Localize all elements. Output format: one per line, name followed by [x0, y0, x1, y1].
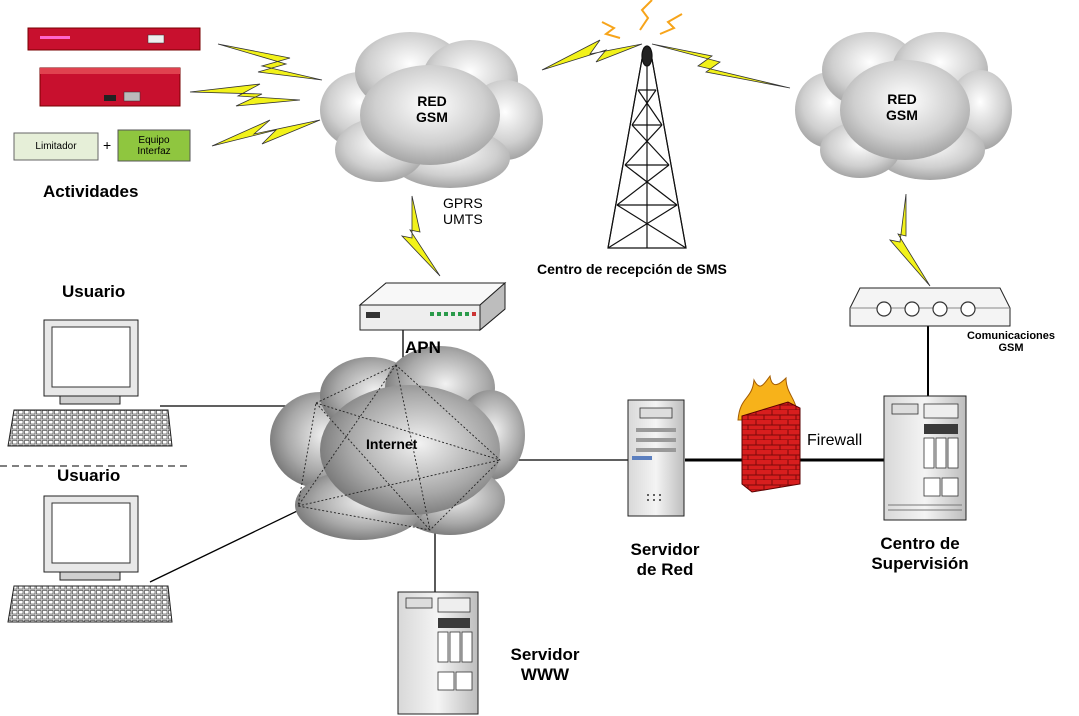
computer-icon-bottom [7, 495, 173, 623]
box-device-icon [39, 67, 181, 107]
server-icon-red [627, 399, 685, 517]
sms-center-label: Centro de recepción de SMS [537, 261, 727, 277]
modem-icon [358, 281, 507, 332]
computer-icon-top [7, 319, 173, 447]
limitador-box-icon [13, 132, 99, 161]
gsm-modem-icon [849, 287, 1011, 327]
plus-label: + [103, 137, 112, 153]
usuario-label-top: Usuario [62, 282, 126, 301]
limitador-label: Limitador [35, 141, 77, 152]
internet-mesh [297, 364, 501, 531]
internet-cloud-icon [270, 346, 525, 540]
lightning-icon [189, 39, 931, 287]
actividades-label: Actividades [43, 182, 139, 201]
firewall-label: Firewall [807, 432, 863, 449]
apn-label: APN [405, 338, 441, 357]
internet-label: Internet [366, 436, 418, 452]
connection-lines [149, 326, 929, 592]
signal-sparks-icon [601, 0, 683, 39]
tower-icon [607, 45, 687, 249]
firewall-icon [737, 374, 801, 493]
usuario-label-bottom: Usuario [57, 466, 121, 485]
server-icon-www [397, 591, 479, 715]
cloud-icon-right [795, 32, 1012, 180]
rack-device-icon [27, 27, 201, 51]
equipo-interfaz-box-icon [117, 129, 191, 162]
cloud-icon-left [320, 32, 543, 188]
server-icon-supervision [883, 395, 967, 521]
